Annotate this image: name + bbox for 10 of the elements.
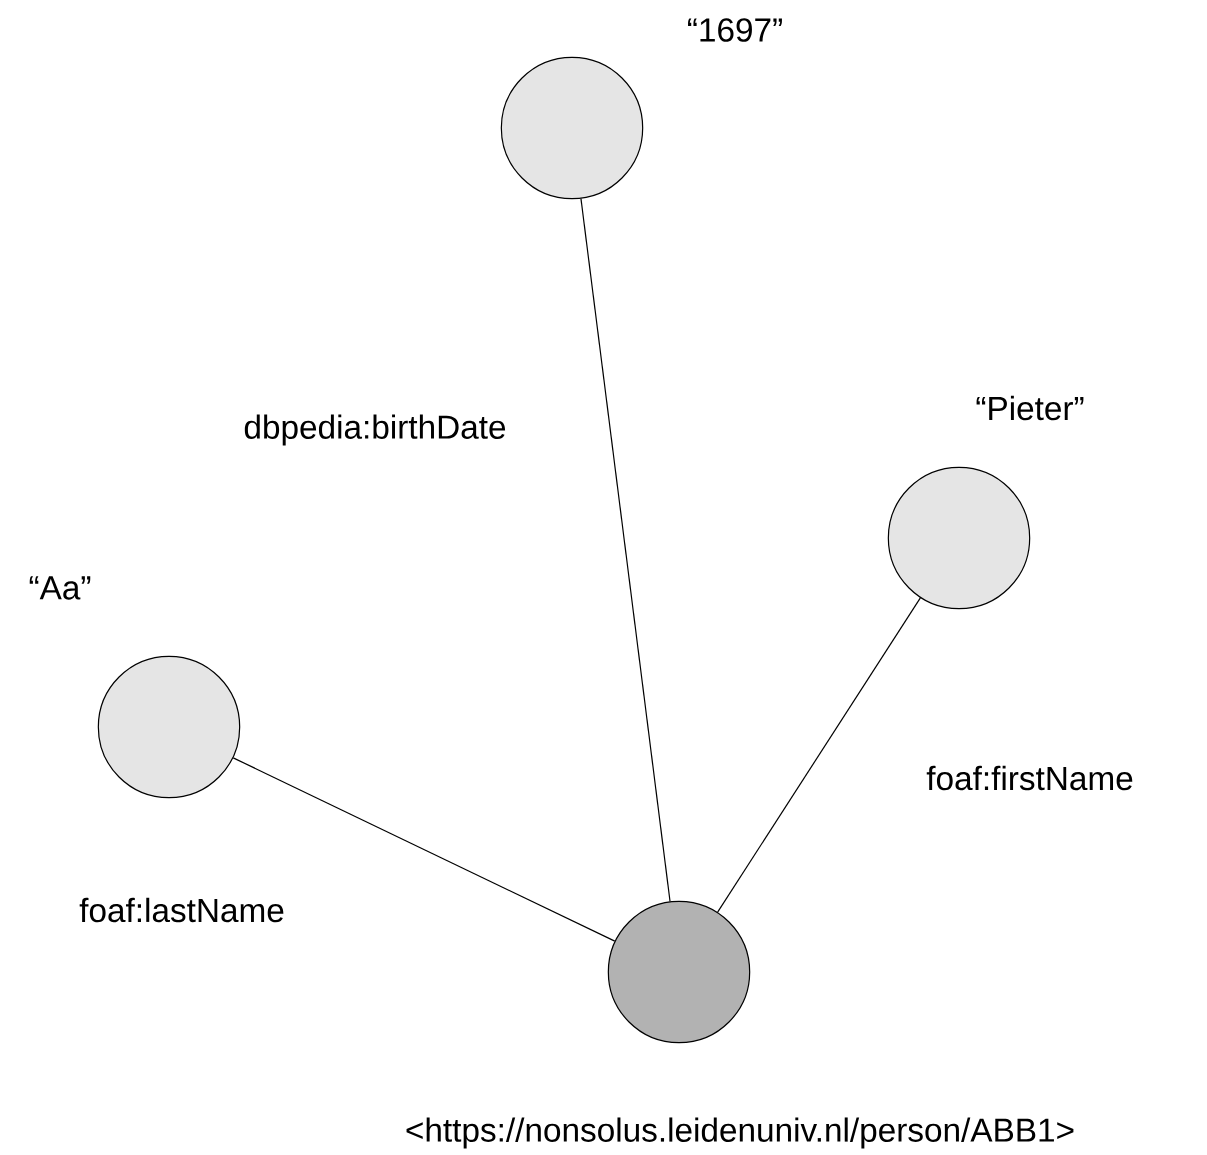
connector-line [232,757,616,942]
edge-label: foaf:lastName [77,896,287,924]
node-label: “1697” [688,18,782,42]
connector-line [717,597,921,913]
node-label: “Aa” [29,576,91,600]
connector-line [580,198,671,902]
node-label: <https://nonsolus.leidenuniv.nl/person/ABB1> [406,1117,1074,1149]
edge-label: dbpedia:birthDate [242,413,508,447]
edge-label: foaf:firstName [924,764,1136,792]
node-label: “Pieter” [976,395,1084,421]
